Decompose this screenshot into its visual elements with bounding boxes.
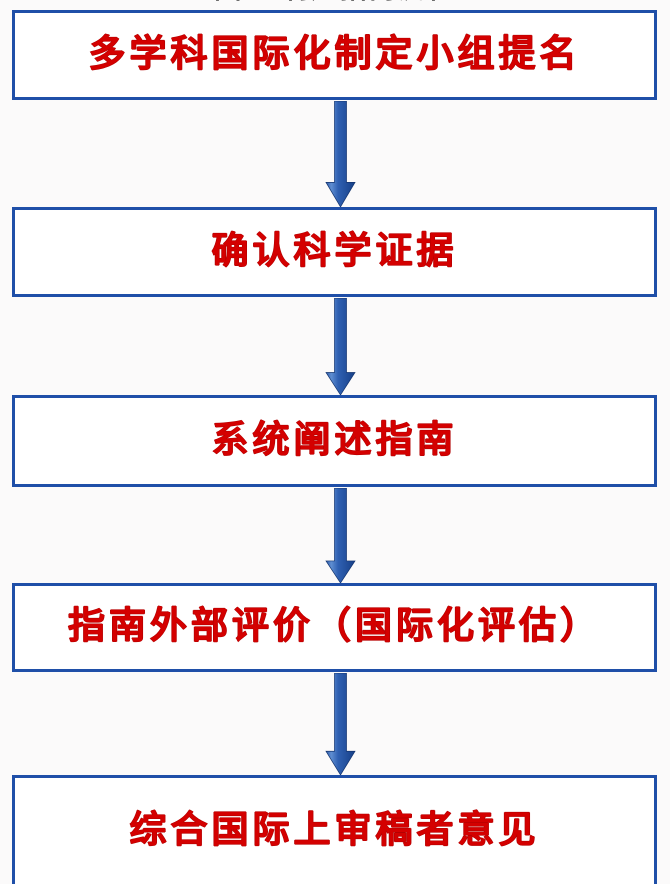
flow-step-1-label: 多学科国际化制定小组提名 (88, 33, 581, 75)
flow-step-5: 综合国际上审稿者意见 (12, 775, 657, 884)
figure-caption: 图一 制定指南流程 (0, 0, 670, 8)
flow-step-4-label: 指南外部评价（国际化评估） (68, 606, 601, 648)
down-arrow-icon-3 (325, 488, 356, 584)
flow-step-2: 确认科学证据 (12, 207, 657, 297)
down-arrow-icon-1 (325, 101, 356, 208)
flow-step-1: 多学科国际化制定小组提名 (12, 10, 657, 100)
down-arrow-icon-4 (325, 673, 356, 776)
flow-step-3: 系统阐述指南 (12, 395, 657, 487)
flow-step-4: 指南外部评价（国际化评估） (12, 583, 657, 672)
flow-step-5-label: 综合国际上审稿者意见 (129, 809, 540, 851)
flow-step-3-label: 系统阐述指南 (211, 419, 458, 461)
flow-step-2-label: 确认科学证据 (211, 230, 458, 272)
down-arrow-icon-2 (325, 298, 356, 396)
